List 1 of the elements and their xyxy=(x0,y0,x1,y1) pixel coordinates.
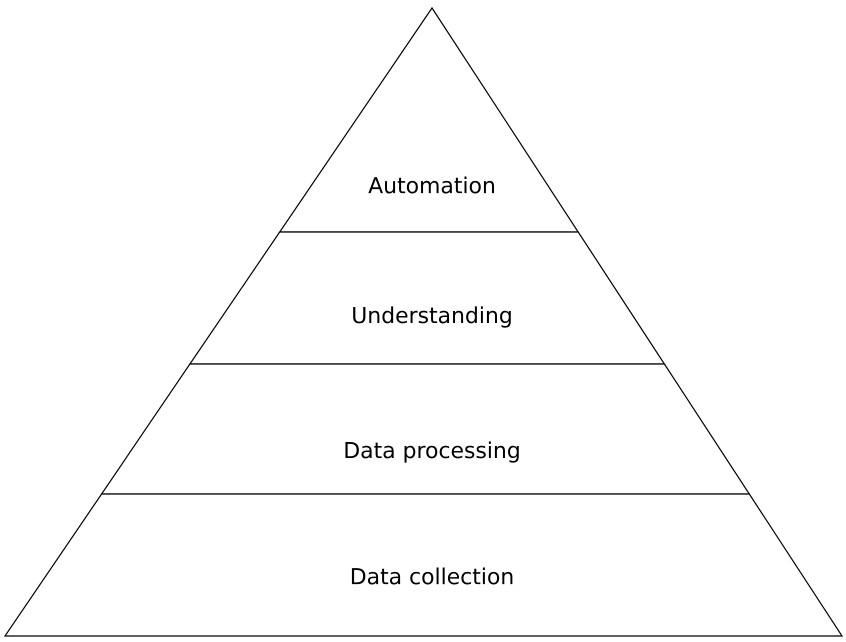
node-label: Data collection xyxy=(352,568,512,584)
